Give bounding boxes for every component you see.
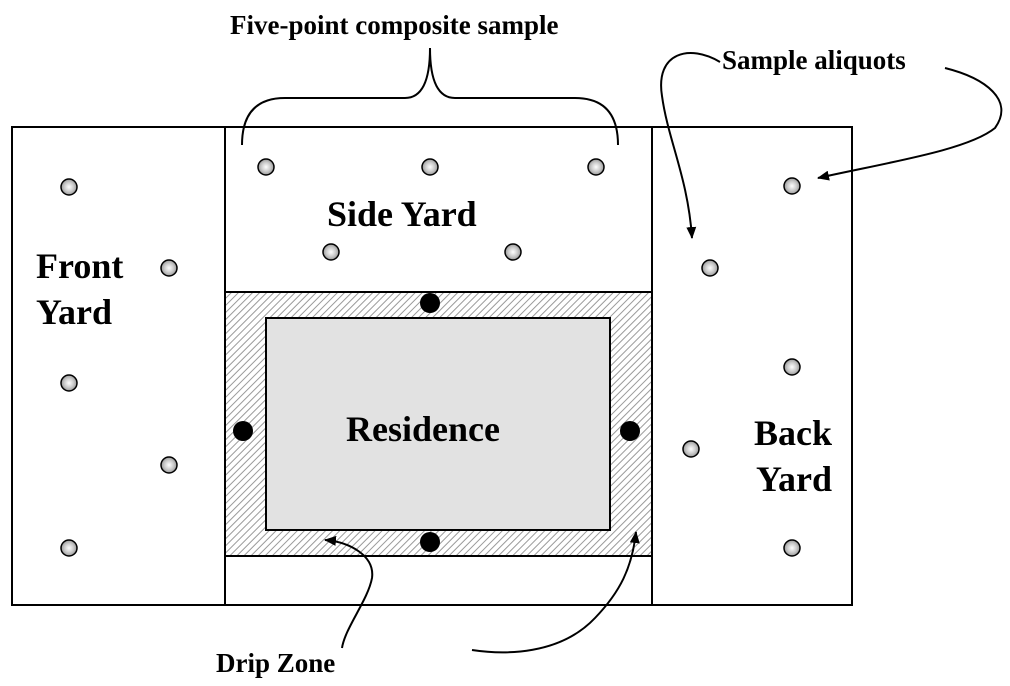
drip-zone-points bbox=[233, 293, 640, 552]
front-yard-label: Front Yard bbox=[36, 243, 123, 335]
aliquot-point bbox=[60, 539, 78, 557]
aliquots-arrow-right bbox=[817, 67, 1003, 181]
residence-label: Residence bbox=[346, 409, 500, 449]
aliquot-points bbox=[60, 158, 801, 557]
drip-zone-label: Drip Zone bbox=[216, 648, 336, 678]
aliquot-point bbox=[160, 259, 178, 277]
residence-box bbox=[265, 317, 611, 531]
aliquot-point bbox=[701, 259, 719, 277]
front-yard-label-line2: Yard bbox=[36, 292, 113, 332]
aliquot-point bbox=[682, 440, 700, 458]
front-yard-label-line1: Front bbox=[36, 246, 124, 286]
side-yard-label: Side Yard bbox=[327, 194, 477, 234]
aliquot-point bbox=[783, 177, 801, 195]
aliquot-point bbox=[421, 158, 439, 176]
aliquot-point bbox=[783, 539, 801, 557]
back-yard-label-line2: Yard bbox=[756, 459, 833, 499]
aliquot-point bbox=[322, 243, 340, 261]
drip-point bbox=[620, 421, 640, 441]
drip-point bbox=[420, 532, 440, 552]
aliquot-point bbox=[60, 178, 78, 196]
drip-point bbox=[233, 421, 253, 441]
back-yard-label-line1: Back bbox=[754, 413, 833, 453]
sample-aliquots-label: Sample aliquots bbox=[722, 45, 906, 75]
drip-point bbox=[420, 293, 440, 313]
aliquot-point bbox=[504, 243, 522, 261]
aliquot-point bbox=[60, 374, 78, 392]
aliquot-point bbox=[587, 158, 605, 176]
drip-zone-arrow-right bbox=[471, 531, 640, 654]
aliquot-point bbox=[160, 456, 178, 474]
aliquots-arrow-left bbox=[660, 52, 721, 239]
composite-sample-label: Five-point composite sample bbox=[230, 10, 559, 40]
aliquot-point bbox=[783, 358, 801, 376]
aliquot-point bbox=[257, 158, 275, 176]
drip-zone-arrow-left bbox=[324, 535, 374, 649]
back-yard-label: Back Yard bbox=[754, 410, 832, 502]
composite-bracket bbox=[241, 47, 619, 146]
